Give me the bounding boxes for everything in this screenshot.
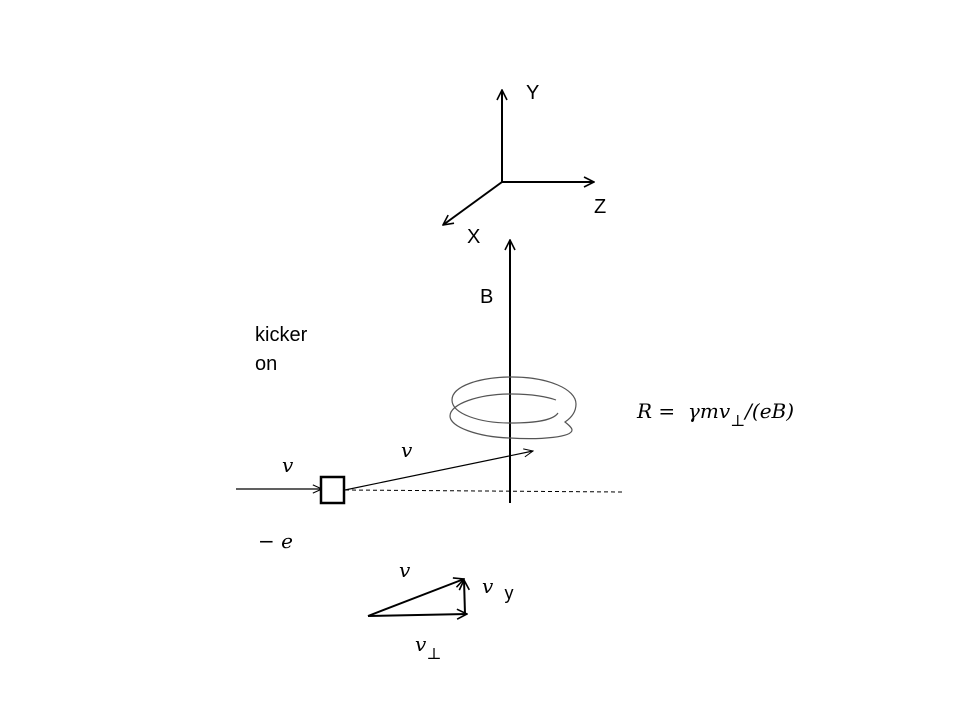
y-axis-label: Y bbox=[526, 82, 540, 104]
kicker-box bbox=[319, 475, 346, 505]
x-axis-arrow bbox=[443, 181, 503, 225]
kicker-label-line1: kicker bbox=[255, 324, 308, 346]
kicker-label-line2: on bbox=[255, 353, 278, 375]
triangle-v-label: v bbox=[399, 558, 411, 582]
deflected-velocity-arrow bbox=[344, 451, 533, 491]
triangle-vy-italic: v bbox=[482, 574, 494, 598]
z-axis-label: Z bbox=[594, 196, 607, 218]
beam-reference-dashed-line bbox=[344, 489, 623, 493]
triangle-vperp-main: v bbox=[415, 632, 427, 656]
triangle-vy-subscript: y bbox=[504, 583, 514, 603]
triangle-vperp-label: v⊥ bbox=[415, 632, 441, 662]
radius-formula: R = γmv⊥/(eB) bbox=[637, 399, 795, 429]
x-axis-label: X bbox=[467, 226, 481, 248]
helix-orbit bbox=[449, 376, 577, 440]
field-label: B bbox=[480, 286, 494, 308]
formula-tail: /(eB) bbox=[745, 399, 795, 423]
formula-perp-subscript: ⊥ bbox=[730, 411, 746, 430]
formula-lhs: R = bbox=[637, 399, 676, 423]
triangle-vperp-subscript: ⊥ bbox=[426, 644, 442, 663]
triangle-vy-label: v y bbox=[482, 574, 513, 602]
charge-label: − e bbox=[258, 529, 293, 553]
deflected-velocity-label: v bbox=[401, 438, 413, 462]
velocity-triangle bbox=[367, 579, 467, 617]
coordinate-axes bbox=[443, 90, 594, 225]
incoming-velocity-label: v bbox=[282, 453, 294, 477]
triangle-v-arrow bbox=[367, 579, 464, 617]
triangle-vperp-arrow bbox=[367, 614, 467, 616]
triangle-vy-arrow bbox=[464, 580, 465, 615]
kicker-label: kicker on bbox=[255, 325, 307, 374]
formula-body: γmv bbox=[687, 399, 731, 423]
